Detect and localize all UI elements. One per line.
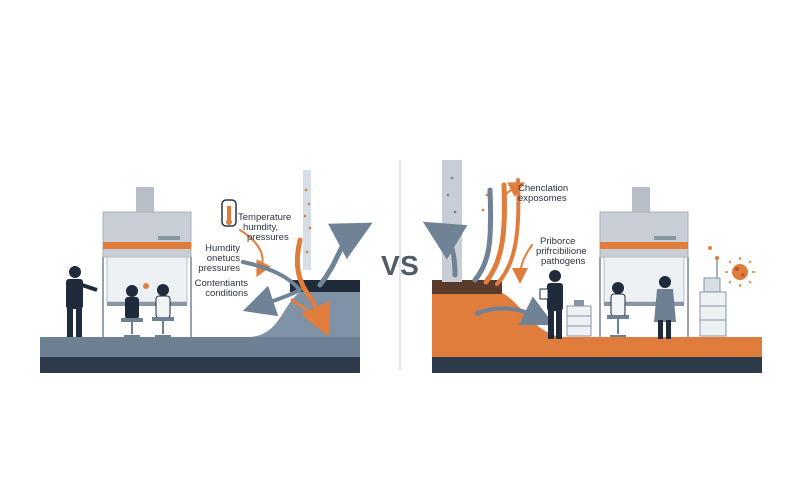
left-ground-hill — [250, 290, 360, 337]
left-ground-cap — [290, 280, 360, 292]
label-chenclation: Chenclation — [518, 183, 569, 194]
right-panel — [422, 160, 762, 373]
right-airflow-arrows — [422, 178, 555, 326]
right-ground-hill — [432, 292, 560, 337]
fume-hood-left — [102, 187, 192, 337]
left-floor — [40, 337, 360, 357]
label-priborce: Priborce — [540, 236, 576, 247]
label-temperature: Temperature — [238, 212, 292, 223]
lab-bench-icon — [566, 300, 592, 337]
right-particles — [446, 176, 457, 214]
label-exposomes: exposomes — [518, 193, 567, 204]
airflow-arrow-icon — [239, 222, 373, 337]
label-onetucs: onetucs — [206, 253, 240, 264]
label-pressures-2: pressures — [198, 263, 240, 274]
label-pressures: pressures — [247, 232, 289, 243]
label-humidity-2: Humdity — [205, 243, 240, 254]
person-seated-left-2 — [143, 283, 174, 337]
lab-cabinet-right — [699, 256, 727, 337]
person-standing-left — [66, 266, 98, 337]
right-ground-cap — [432, 280, 502, 294]
label-contentiants: Contentiants — [194, 278, 248, 289]
label-conditions: conditions — [205, 288, 248, 299]
pathogen-icon — [708, 246, 755, 287]
label-prifrcibilione: prifrcibilione — [536, 246, 587, 257]
person-seated-right — [607, 282, 629, 337]
label-humidity-line: humdity, — [243, 222, 279, 233]
person-standing-right-2 — [654, 276, 676, 339]
thermometer-icon — [221, 199, 237, 227]
label-pathogens: pathogens — [541, 256, 586, 267]
left-exhaust-duct — [303, 170, 311, 270]
left-floor-base — [40, 355, 360, 373]
right-floor — [432, 337, 762, 357]
vs-label: VS — [381, 250, 420, 281]
left-panel — [40, 170, 373, 373]
person-standing-right-1 — [539, 270, 563, 339]
person-seated-left-1 — [121, 285, 143, 337]
right-floor-base — [432, 355, 762, 373]
